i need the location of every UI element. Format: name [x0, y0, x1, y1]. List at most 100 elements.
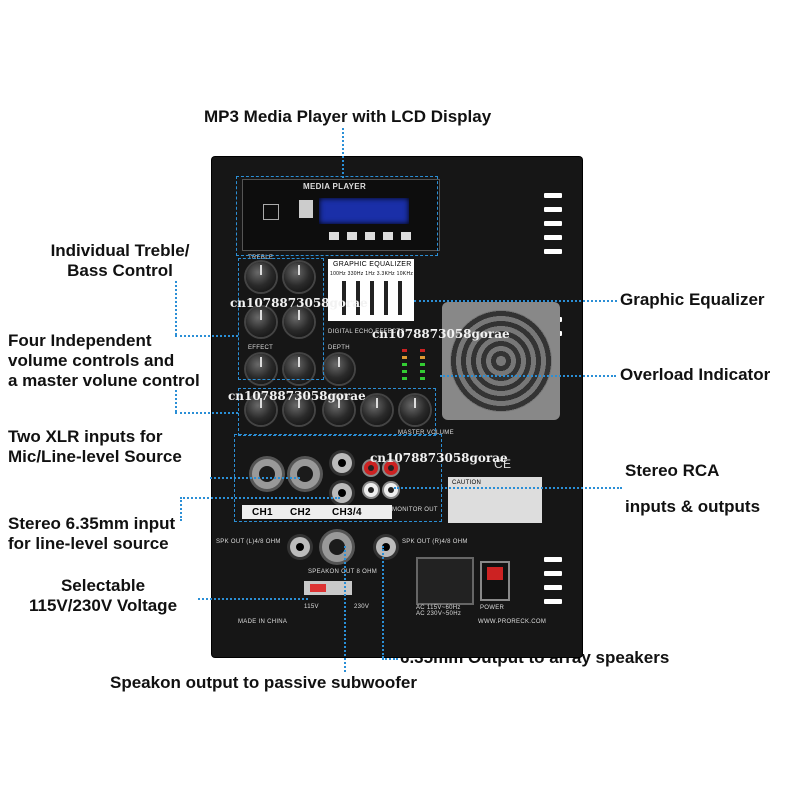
voltage-230-label: 230V	[354, 604, 370, 610]
callout-stereo-635: Stereo 6.35mm input for line-level sourc…	[8, 514, 175, 554]
power-switch[interactable]	[480, 561, 510, 601]
highlight-tone-controls	[238, 258, 324, 380]
callout-four-volume-line3: a master volune control	[8, 371, 200, 390]
graphic-eq-label: GRAPHIC EQUALIZER	[333, 261, 412, 268]
ch1-treble-knob[interactable]	[246, 262, 276, 292]
ch2-volume-knob[interactable]	[284, 395, 314, 425]
ac-power-inlet[interactable]	[416, 557, 474, 605]
spk-out-right-label: SPK OUT (R)4/8 OHM	[402, 539, 468, 545]
spk-out-left-label: SPK OUT (L)4/8 OHM	[216, 539, 281, 545]
rca-output-left[interactable]	[384, 483, 398, 497]
usb-port[interactable]	[299, 200, 313, 218]
power-switch-rocker[interactable]	[487, 567, 503, 580]
ch2-label: CH2	[290, 507, 311, 518]
vent-slot	[544, 193, 562, 198]
callout-xlr-line1: Two XLR inputs for	[8, 427, 163, 446]
callout-four-volume: Four Independent volume controls and a m…	[8, 331, 200, 391]
ch3-volume-knob[interactable]	[324, 395, 354, 425]
callout-voltage: Selectable 115V/230V Voltage	[18, 576, 188, 616]
rca-input-left[interactable]	[364, 483, 378, 497]
ch2-xlr-input[interactable]	[290, 459, 320, 489]
callout-stereo-635-line1: Stereo 6.35mm input	[8, 514, 176, 533]
watermark: cn1078873058gorae	[372, 327, 510, 341]
effect-label: EFFECT	[248, 345, 274, 351]
leader-mp3	[342, 128, 344, 178]
monitor-out-label: MONITOR OUT	[392, 507, 438, 513]
callout-xlr: Two XLR inputs for Mic/Line-level Source	[8, 427, 182, 467]
leader-graphic-eq	[414, 300, 617, 302]
callout-overload: Overload Indicator	[620, 365, 771, 384]
vent-slot	[544, 249, 562, 254]
vent-slot	[544, 235, 562, 240]
vent-slot	[544, 557, 562, 562]
voltage-selector[interactable]	[304, 581, 352, 595]
overload-indicator	[398, 345, 432, 389]
play-button[interactable]	[383, 232, 393, 240]
cooling-fan	[442, 302, 560, 420]
spk-out-left-jack[interactable]	[290, 537, 310, 557]
graphic-equalizer: GRAPHIC EQUALIZER 100Hz 330Hz 1Hz 3.3KHz…	[328, 259, 414, 321]
rca-output-right[interactable]	[384, 461, 398, 475]
power-label: POWER	[480, 605, 505, 611]
leader-overload	[440, 375, 616, 377]
caution-label: CAUTION	[448, 477, 542, 523]
watermark: cn1078873058gorae	[230, 296, 368, 310]
callout-treble-bass: Individual Treble/ Bass Control	[30, 241, 210, 281]
repeat-button[interactable]	[401, 232, 411, 240]
ac-rating-label: AC 115V~60Hz AC 230V~50Hz	[416, 605, 462, 617]
sd-card-slot[interactable]	[263, 204, 279, 220]
leader-volume-h	[175, 412, 238, 414]
vent-slot	[544, 221, 562, 226]
depth-label: DEPTH	[328, 345, 350, 351]
spk-out-right-jack[interactable]	[376, 537, 396, 557]
eq-slider[interactable]	[384, 281, 388, 315]
media-player-module: MEDIA PLAYER	[242, 179, 440, 251]
caution-text: CAUTION	[452, 480, 482, 486]
ch1-volume-knob[interactable]	[246, 395, 276, 425]
mode-button[interactable]	[329, 232, 339, 240]
callout-four-volume-line2: volume controls and	[8, 351, 175, 370]
prev-button[interactable]	[347, 232, 357, 240]
rca-input-right[interactable]	[364, 461, 378, 475]
vent-slot	[544, 585, 562, 590]
fan-grille	[450, 310, 552, 412]
ch2-treble-knob[interactable]	[284, 262, 314, 292]
leader-speakon	[344, 546, 346, 672]
callout-graphic-eq: Graphic Equalizer	[620, 290, 765, 309]
eq-slider[interactable]	[398, 281, 402, 315]
callout-voltage-line1: Selectable	[60, 576, 146, 595]
leader-stereo635-h	[180, 497, 340, 499]
eq-slider[interactable]	[356, 281, 360, 315]
vent-slot	[544, 599, 562, 604]
media-player-label: MEDIA PLAYER	[303, 182, 367, 191]
leader-voltage	[198, 598, 308, 600]
leader-rca	[394, 487, 622, 489]
lcd-display	[319, 198, 409, 224]
callout-speakon: Speakon output to passive subwoofer	[110, 673, 417, 692]
master-volume-knob[interactable]	[400, 395, 430, 425]
channel-label-bar	[242, 505, 392, 519]
leader-635out	[382, 546, 384, 658]
callout-mp3: MP3 Media Player with LCD Display	[204, 107, 492, 126]
watermark: cn1078873058gorae	[228, 389, 366, 403]
eq-slider[interactable]	[342, 281, 346, 315]
leader-treble-h	[175, 335, 238, 337]
callout-xlr-line2: Mic/Line-level Source	[8, 447, 182, 466]
callout-rca-line2: inputs & outputs	[625, 497, 761, 516]
next-button[interactable]	[365, 232, 375, 240]
ch3-jack-input[interactable]	[332, 453, 352, 473]
leader-treble	[175, 281, 177, 335]
speakon-output[interactable]	[322, 532, 352, 562]
highlight-volume-controls	[238, 388, 436, 436]
ch4-volume-knob[interactable]	[362, 395, 392, 425]
vent-slot	[544, 207, 562, 212]
ch2-bass-knob[interactable]	[284, 307, 314, 337]
voltage-switch[interactable]	[310, 584, 326, 592]
made-in-label: MADE IN CHINA	[238, 619, 288, 625]
ch1-bass-knob[interactable]	[246, 307, 276, 337]
callout-treble-bass-line1: Individual Treble/	[50, 241, 190, 260]
depth-knob[interactable]	[324, 354, 354, 384]
callout-voltage-line2: 115V/230V Voltage	[28, 596, 178, 615]
callout-rca-line1: Stereo RCA	[625, 461, 720, 480]
eq-slider[interactable]	[370, 281, 374, 315]
